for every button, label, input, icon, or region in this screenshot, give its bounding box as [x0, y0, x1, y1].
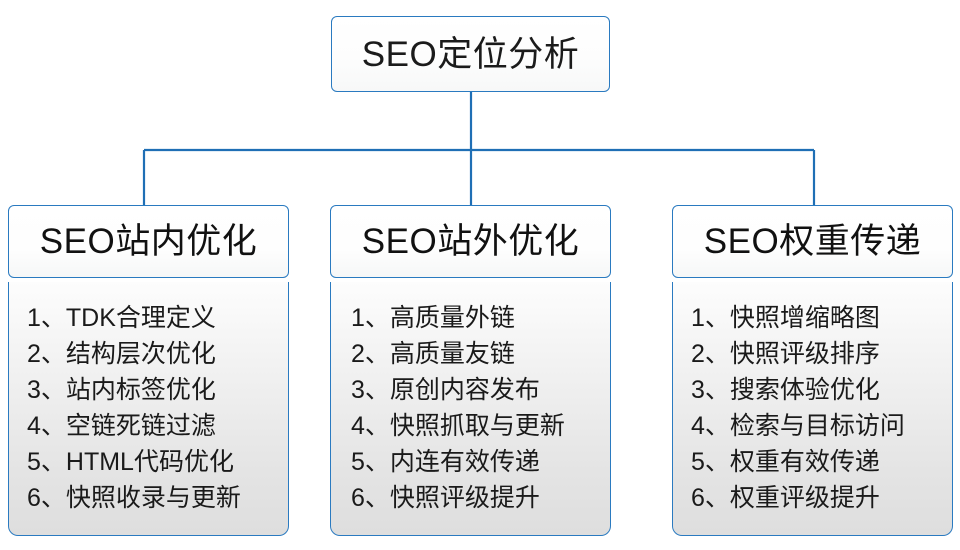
root-node[interactable]: SEO定位分析: [331, 16, 610, 92]
list-item: 2、快照评级排序: [691, 340, 880, 368]
list-item: 1、快照增缩略图: [691, 304, 880, 332]
list-item: 2、结构层次优化: [27, 340, 216, 368]
list-item: 6、权重评级提升: [691, 484, 880, 512]
list-item: 6、快照收录与更新: [27, 484, 241, 512]
list-item: 6、快照评级提升: [351, 484, 540, 512]
branch-column-2: SEO站外优化 1、高质量外链 2、高质量友链 3、原创内容发布 4、快照抓取与…: [330, 205, 611, 536]
root-node-title: SEO定位分析: [361, 34, 580, 74]
list-item: 3、站内标签优化: [27, 376, 216, 404]
list-item: 2、高质量友链: [351, 340, 515, 368]
branch-1-header[interactable]: SEO站内优化: [8, 205, 289, 278]
list-item: 1、TDK合理定义: [27, 304, 216, 332]
branch-2-header[interactable]: SEO站外优化: [330, 205, 611, 278]
branch-1-body: 1、TDK合理定义 2、结构层次优化 3、站内标签优化 4、空链死链过滤 5、H…: [8, 282, 289, 536]
branch-2-title: SEO站外优化: [361, 222, 580, 261]
branch-2-body: 1、高质量外链 2、高质量友链 3、原创内容发布 4、快照抓取与更新 5、内连有…: [330, 282, 611, 536]
list-item: 5、权重有效传递: [691, 448, 880, 476]
branch-2-item-list: 1、高质量外链 2、高质量友链 3、原创内容发布 4、快照抓取与更新 5、内连有…: [331, 300, 610, 516]
branch-3-header[interactable]: SEO权重传递: [672, 205, 953, 278]
list-item: 3、搜索体验优化: [691, 376, 880, 404]
branch-column-3: SEO权重传递 1、快照增缩略图 2、快照评级排序 3、搜索体验优化 4、检索与…: [672, 205, 953, 536]
branch-1-title: SEO站内优化: [39, 222, 258, 261]
list-item: 3、原创内容发布: [351, 376, 540, 404]
list-item: 4、快照抓取与更新: [351, 412, 565, 440]
list-item: 5、内连有效传递: [351, 448, 540, 476]
branch-3-title: SEO权重传递: [703, 222, 922, 261]
list-item: 1、高质量外链: [351, 304, 515, 332]
branch-1-item-list: 1、TDK合理定义 2、结构层次优化 3、站内标签优化 4、空链死链过滤 5、H…: [9, 300, 288, 516]
branch-3-item-list: 1、快照增缩略图 2、快照评级排序 3、搜索体验优化 4、检索与目标访问 5、权…: [673, 300, 952, 516]
list-item: 5、HTML代码优化: [27, 448, 234, 476]
list-item: 4、检索与目标访问: [691, 412, 905, 440]
branch-column-1: SEO站内优化 1、TDK合理定义 2、结构层次优化 3、站内标签优化 4、空链…: [8, 205, 289, 536]
branch-3-body: 1、快照增缩略图 2、快照评级排序 3、搜索体验优化 4、检索与目标访问 5、权…: [672, 282, 953, 536]
list-item: 4、空链死链过滤: [27, 412, 216, 440]
